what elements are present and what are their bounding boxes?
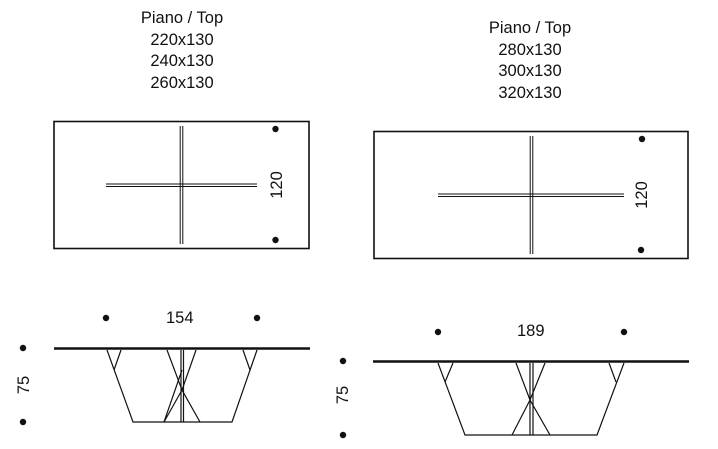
right-size-2: 300x130 <box>498 62 562 80</box>
right-title: Piano / Top <box>488 19 572 37</box>
right-cross-base <box>438 136 624 254</box>
left-size-1: 220x130 <box>150 30 214 49</box>
right-width-label: 189 <box>517 322 545 340</box>
left-width-dim-dot-right <box>253 314 261 322</box>
left-size-3: 260x130 <box>150 73 214 92</box>
right-height-label: 75 <box>334 385 352 405</box>
left-height-label: 75 <box>15 375 33 395</box>
right-size-heading: Piano / Top 280x130 300x130 320x130 <box>430 18 630 104</box>
right-depth-label: 120 <box>633 181 651 209</box>
right-height-dim-dot-upper <box>339 357 347 365</box>
right-tabletop-outline <box>373 130 689 260</box>
left-size-heading: Piano / Top 220x130 240x130 260x130 <box>82 8 282 94</box>
left-top-dim-dot-lower <box>272 236 279 244</box>
right-top-dim-dot-upper <box>638 135 646 143</box>
right-width-dim-dot-right <box>620 328 628 336</box>
left-width-label: 154 <box>166 309 194 327</box>
right-front-view <box>373 360 689 436</box>
right-top-dim-dot-lower <box>637 246 645 254</box>
left-front-view <box>54 347 310 423</box>
left-depth-label: 120 <box>268 171 286 199</box>
left-title: Piano / Top <box>140 9 224 27</box>
left-cross-base <box>106 126 257 244</box>
left-size-2: 240x130 <box>150 52 214 70</box>
right-size-1: 280x130 <box>498 40 562 59</box>
right-width-dim-dot-left <box>434 328 442 336</box>
left-width-dim-dot-left <box>102 314 110 322</box>
right-size-3: 320x130 <box>498 83 562 102</box>
left-height-dim-dot-upper <box>19 344 27 352</box>
left-top-dim-dot-upper <box>272 125 279 133</box>
left-tabletop-outline <box>53 120 310 250</box>
left-height-dim-dot-lower <box>19 418 27 426</box>
right-height-dim-dot-lower <box>339 431 347 439</box>
